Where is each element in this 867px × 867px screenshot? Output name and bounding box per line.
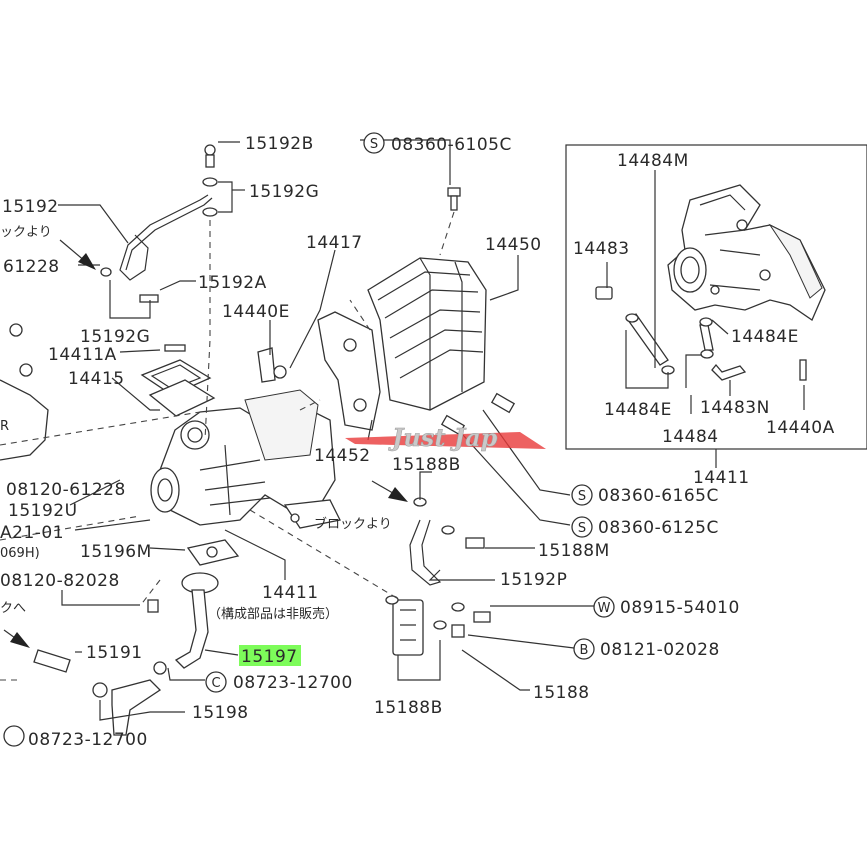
- svg-text:S: S: [578, 489, 586, 504]
- turbo-main-drawing: [150, 389, 341, 529]
- pipe-15197: [174, 572, 219, 669]
- label-14484E-right: 14484E: [731, 327, 799, 347]
- stud-14411A: [164, 344, 186, 352]
- part-labels: 15192B 15192G 15192 ックより 61228 15192A 14…: [0, 134, 835, 750]
- label-14415: 14415: [68, 369, 125, 389]
- hose-15198: [92, 661, 167, 736]
- svg-text:C: C: [211, 676, 220, 691]
- label-14411-box: 14411: [693, 468, 750, 488]
- fitting-15191: [33, 649, 71, 673]
- label-15192U: 15192U: [8, 501, 78, 521]
- label-14452: 14452: [314, 446, 371, 466]
- label-15192G: 15192G: [249, 182, 319, 202]
- label-A21-01: A21-01: [0, 523, 64, 543]
- label-15188: 15188: [533, 683, 590, 703]
- label-069H: 069H): [0, 546, 40, 561]
- label-15188M: 15188M: [538, 541, 610, 561]
- label-14411A: 14411A: [48, 345, 117, 365]
- water-pipe-right: [385, 497, 491, 656]
- dashed-lines: [0, 299, 401, 681]
- label-08360-6125C: 08360-6125C: [598, 518, 719, 538]
- label-jp-left-top: ックより: [0, 225, 52, 240]
- label-R: R: [0, 419, 9, 434]
- bolts-08360: [440, 392, 516, 436]
- svg-text:S: S: [370, 137, 378, 152]
- label-14440E-mid: 14440E: [222, 302, 290, 322]
- label-15191: 15191: [86, 643, 143, 663]
- gasket-14415: [140, 359, 216, 417]
- gasket-15196M: [186, 539, 240, 566]
- label-15188B-top: 15188B: [392, 455, 461, 475]
- heat-shield-drawing: [367, 257, 487, 411]
- detail-small-parts: [595, 286, 807, 381]
- label-14411-main: 14411: [262, 583, 319, 603]
- label-not-sold: （構成部品は非販売）: [208, 606, 338, 622]
- bracket-14452-drawing: [317, 311, 381, 431]
- label-jp-left-bot: クへ: [0, 601, 26, 616]
- highlight-15197: [239, 645, 301, 666]
- svg-text:W: W: [598, 601, 611, 616]
- label-15192: 15192: [2, 197, 59, 217]
- svg-text:S: S: [578, 521, 586, 536]
- bolt-top: [447, 187, 461, 211]
- label-61228: 61228: [3, 257, 60, 277]
- label-14484E-left: 14484E: [604, 400, 672, 420]
- label-15192G-bot: 15192G: [80, 327, 150, 347]
- label-15192A: 15192A: [198, 273, 267, 293]
- engine-block-left-edge: [0, 323, 49, 461]
- direction-arrows: [3, 239, 408, 648]
- label-08360-6165C: 08360-6165C: [598, 486, 719, 506]
- bolt-08120-82028: [147, 599, 159, 613]
- label-15192B: 15192B: [245, 134, 314, 154]
- leader-lines: [58, 139, 594, 721]
- label-15197: 15197: [241, 647, 298, 667]
- svg-text:Just Jap: Just Jap: [388, 423, 498, 452]
- label-14484: 14484: [662, 427, 719, 447]
- label-08360-6105C: 08360-6105C: [391, 135, 512, 155]
- label-14484M: 14484M: [617, 151, 689, 171]
- label-15196M: 15196M: [80, 542, 152, 562]
- prefix-marks: S S S W B C: [3, 132, 615, 747]
- oil-feed-line: [100, 144, 218, 303]
- label-15198: 15198: [192, 703, 249, 723]
- label-14450: 14450: [485, 235, 542, 255]
- label-08723-12700: 08723-12700: [233, 673, 353, 693]
- label-08120-61228: 08120-61228: [6, 480, 126, 500]
- label-14483N: 14483N: [700, 398, 770, 418]
- label-14483: 14483: [573, 239, 630, 259]
- bracket-14440E: [257, 347, 287, 383]
- turbo-detail-drawing: [667, 184, 826, 321]
- label-08121-02028: 08121-02028: [600, 640, 720, 660]
- label-jp-block: ブロックより: [314, 516, 392, 532]
- detail-leaders: [606, 170, 805, 414]
- svg-text:B: B: [580, 643, 589, 658]
- watermark: Just Jap: [345, 423, 546, 452]
- label-14440A: 14440A: [766, 418, 835, 438]
- label-15188B-bot: 15188B: [374, 698, 443, 718]
- label-15192P: 15192P: [500, 570, 567, 590]
- label-08120-82028: 08120-82028: [0, 571, 120, 591]
- label-08915-54010: 08915-54010: [620, 598, 740, 618]
- label-14417: 14417: [306, 233, 363, 253]
- label-08723-cut: 08723-12700: [28, 730, 148, 750]
